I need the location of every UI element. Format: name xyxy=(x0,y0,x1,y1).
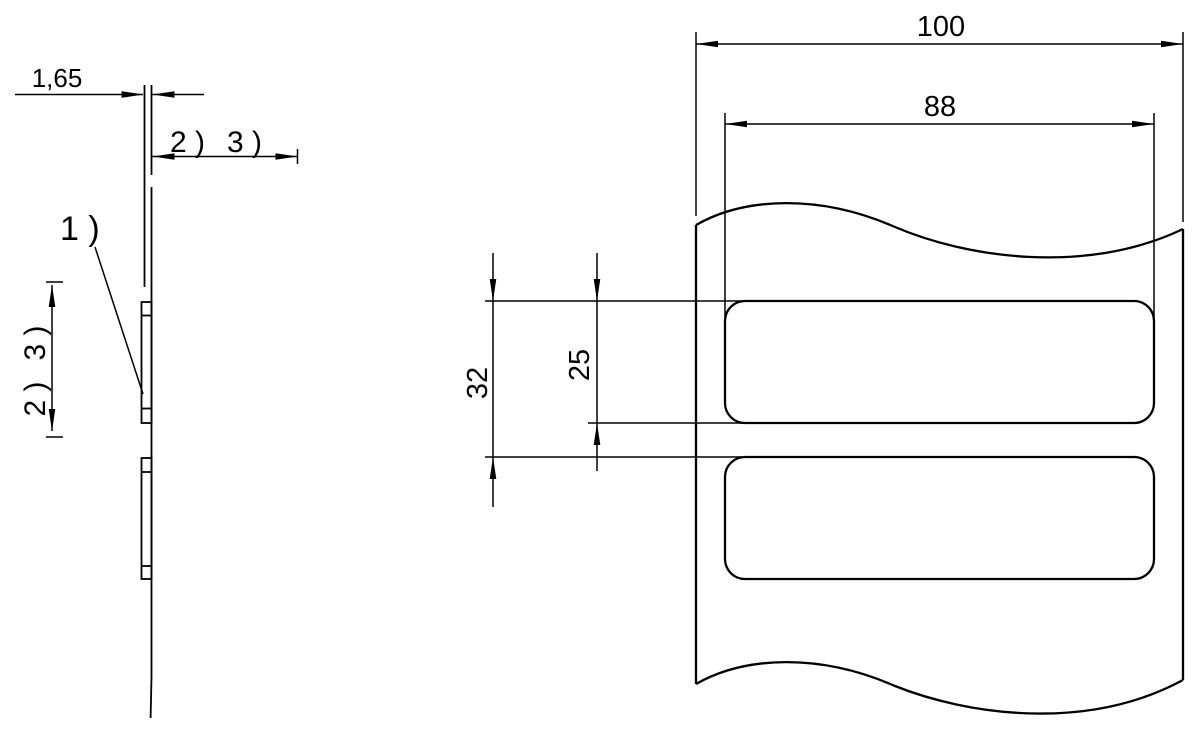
ref-arrow-head-left xyxy=(152,153,175,160)
dim-32-arrow-bottom xyxy=(489,457,497,479)
web-break-edge-bottom xyxy=(695,661,1184,715)
ref-arrow-unwind: 2 ) 3 ) xyxy=(152,126,299,164)
dim-88-arrow-left xyxy=(725,120,747,128)
label-2-outline xyxy=(723,455,1156,581)
side-label-1 xyxy=(140,301,153,424)
dim-pitch-side-arrow-down xyxy=(48,409,56,431)
ref-3-label-rotated: 3 ) xyxy=(19,325,52,360)
dim-thickness: 1,65 xyxy=(15,63,204,98)
dim-pitch: 32 xyxy=(462,253,497,507)
dim-thickness-arrow-right xyxy=(152,91,175,98)
label-1-outline xyxy=(723,299,1156,425)
ref-3-label-top: 3 ) xyxy=(227,126,262,159)
dim-web-width: 100 xyxy=(695,11,1184,222)
dim-label-height: 25 xyxy=(564,253,601,471)
ref-2-label-rotated: 2 ) xyxy=(19,381,52,416)
dim-100-value: 100 xyxy=(917,11,965,43)
dim-32-value: 32 xyxy=(462,367,494,399)
dim-25-value: 25 xyxy=(564,349,596,381)
side-label-2 xyxy=(140,457,153,580)
dim-100-arrow-left xyxy=(696,40,718,48)
ref-1-label: 1 ) xyxy=(60,210,100,248)
ref-1-callout: 1 ) xyxy=(60,210,144,395)
web-break-edge-top xyxy=(695,202,1184,259)
front-view xyxy=(694,202,1185,715)
side-label-2-outline xyxy=(140,457,153,580)
dim-25-arrow-bottom xyxy=(593,423,601,445)
dim-pitch-side: 3 ) 2 ) xyxy=(19,281,63,438)
ref-2-label-top: 2 ) xyxy=(170,126,205,159)
side-label-1-outline xyxy=(140,301,153,424)
dim-100-arrow-right xyxy=(1161,40,1183,48)
dim-88-arrow-right xyxy=(1132,120,1154,128)
dim-thickness-value: 1,65 xyxy=(32,63,83,93)
dim-88-value: 88 xyxy=(924,91,956,123)
side-liner-line-lower xyxy=(149,187,153,719)
dim-32-arrow-top xyxy=(489,279,497,301)
dim-25-arrow-top xyxy=(593,279,601,301)
dim-thickness-arrow-left xyxy=(121,91,144,98)
dim-pitch-side-arrow-up xyxy=(48,285,56,307)
ref-1-leader-line xyxy=(94,246,144,395)
ref-arrow-head-right xyxy=(275,153,298,160)
dim-label-width: 88 xyxy=(724,91,1155,322)
side-view xyxy=(140,85,153,719)
